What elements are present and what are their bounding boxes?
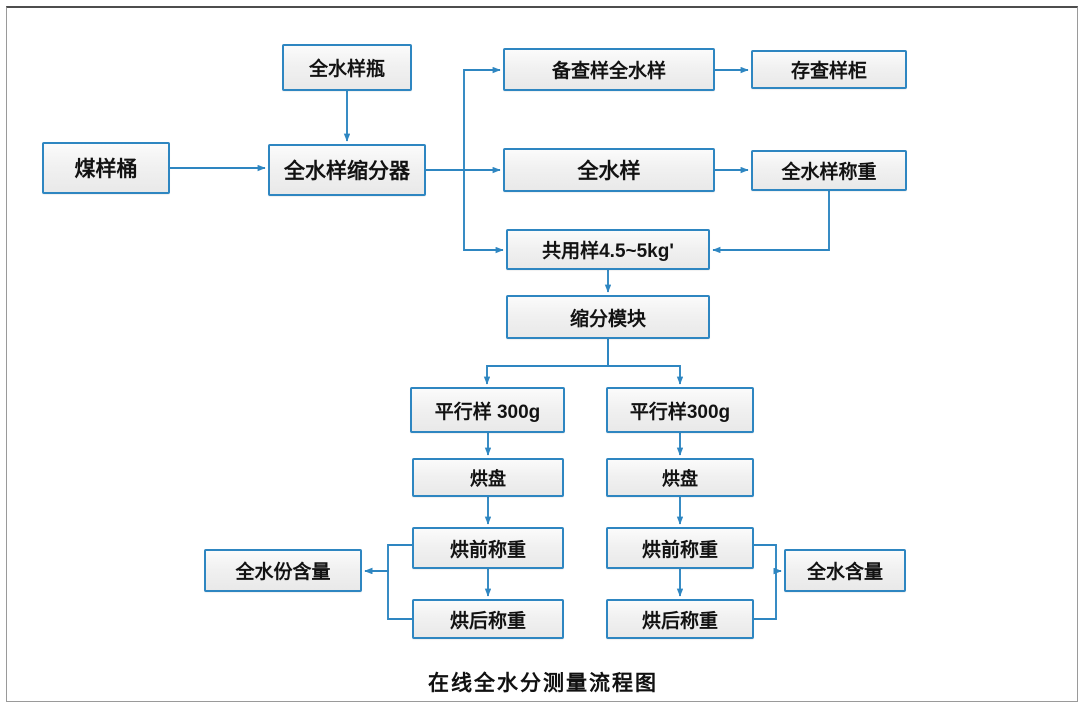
node-storage-cabinet[interactable]: 存查样柜 xyxy=(751,50,907,89)
edge-reduction-to-parallel-left xyxy=(483,339,609,385)
node-divider[interactable]: 全水样缩分器 xyxy=(268,144,426,196)
node-total-moisture-sample[interactable]: 全水样 xyxy=(503,148,715,192)
node-moisture-result-left[interactable]: 全水份含量 xyxy=(204,549,362,592)
node-pre-dry-weigh-left[interactable]: 烘前称重 xyxy=(412,527,564,569)
node-reserve-sample[interactable]: 备查样全水样 xyxy=(503,48,715,91)
edge-postdry-right-to-result xyxy=(754,567,782,620)
node-coal-barrel[interactable]: 煤样桶 xyxy=(42,142,170,194)
node-tray-left[interactable]: 烘盘 xyxy=(412,458,564,497)
node-post-dry-weigh-left[interactable]: 烘后称重 xyxy=(412,599,564,639)
edge-divider-to-shared xyxy=(463,170,504,254)
node-moisture-result-right[interactable]: 全水含量 xyxy=(784,549,906,592)
edge-divider-to-reserve xyxy=(426,66,501,171)
node-tray-right[interactable]: 烘盘 xyxy=(606,458,754,497)
node-parallel-sample-left[interactable]: 平行样 300g xyxy=(410,387,565,433)
node-pre-dry-weigh-right[interactable]: 烘前称重 xyxy=(606,527,754,569)
node-shared-sample[interactable]: 共用样4.5~5kg' xyxy=(506,229,710,270)
node-weigh-total-sample[interactable]: 全水样称重 xyxy=(751,150,907,191)
figure-caption: 在线全水分测量流程图 xyxy=(428,670,658,695)
edge-predry-left-to-result xyxy=(364,544,412,575)
edge-weigh-to-shared xyxy=(712,191,830,254)
edge-predry-right-to-result xyxy=(754,544,782,575)
node-total-moisture-bottle[interactable]: 全水样瓶 xyxy=(282,44,412,91)
node-post-dry-weigh-right[interactable]: 烘后称重 xyxy=(606,599,754,639)
node-parallel-sample-right[interactable]: 平行样300g xyxy=(606,387,754,433)
node-reduction-module[interactable]: 缩分模块 xyxy=(506,295,710,339)
edge-reduction-to-parallel-right xyxy=(607,339,684,385)
edge-postdry-left-to-result xyxy=(364,567,412,620)
